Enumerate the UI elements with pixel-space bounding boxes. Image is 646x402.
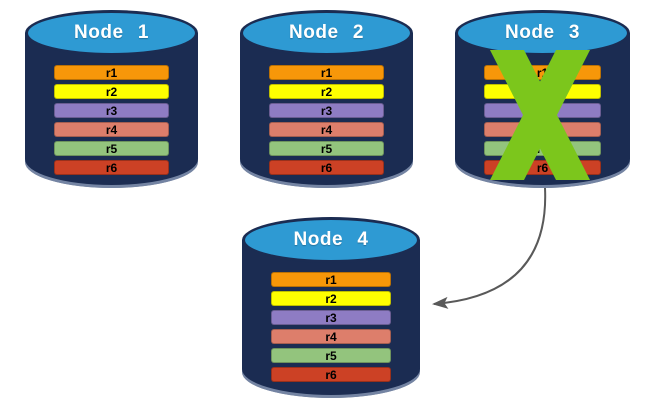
node-title: Node 2 — [289, 22, 364, 43]
replica-row-r4: r4 — [269, 122, 384, 137]
failure-x-icon — [490, 50, 590, 180]
replica-row-r2: r2 — [271, 291, 391, 306]
row-stack: r1 r2 r3 r4 r5 r6 — [54, 65, 169, 175]
cylinder-top: Node 1 — [25, 10, 198, 56]
replica-row-r1: r1 — [269, 65, 384, 80]
replica-row-r6: r6 — [271, 367, 391, 382]
node-title: Node 3 — [505, 22, 580, 43]
replica-row-r3: r3 — [271, 310, 391, 325]
replica-row-r5: r5 — [271, 348, 391, 363]
replica-row-r4: r4 — [54, 122, 169, 137]
row-stack: r1 r2 r3 r4 r5 r6 — [269, 65, 384, 175]
db-node-node-2: Node 2 r1 r2 r3 r4 r5 r6 — [240, 10, 413, 188]
replica-row-r3: r3 — [54, 103, 169, 118]
failover-arrow-path — [432, 187, 547, 309]
db-node-node-1: Node 1 r1 r2 r3 r4 r5 r6 — [25, 10, 198, 188]
replica-row-r2: r2 — [269, 84, 384, 99]
replica-row-r1: r1 — [271, 272, 391, 287]
replica-row-r6: r6 — [54, 160, 169, 175]
node-title: Node 4 — [293, 229, 369, 250]
replica-row-r1: r1 — [54, 65, 169, 80]
replica-row-r5: r5 — [269, 141, 384, 156]
row-stack: r1 r2 r3 r4 r5 r6 — [271, 272, 391, 382]
replica-row-r4: r4 — [271, 329, 391, 344]
replica-row-r6: r6 — [269, 160, 384, 175]
replica-row-r2: r2 — [54, 84, 169, 99]
node-title: Node 1 — [74, 22, 149, 43]
cylinder-top: Node 4 — [242, 217, 420, 263]
replica-row-r5: r5 — [54, 141, 169, 156]
replica-row-r3: r3 — [269, 103, 384, 118]
cylinder-top: Node 3 — [455, 10, 630, 56]
cylinder-top: Node 2 — [240, 10, 413, 56]
db-node-node-4: Node 4 r1 r2 r3 r4 r5 r6 — [242, 217, 420, 398]
